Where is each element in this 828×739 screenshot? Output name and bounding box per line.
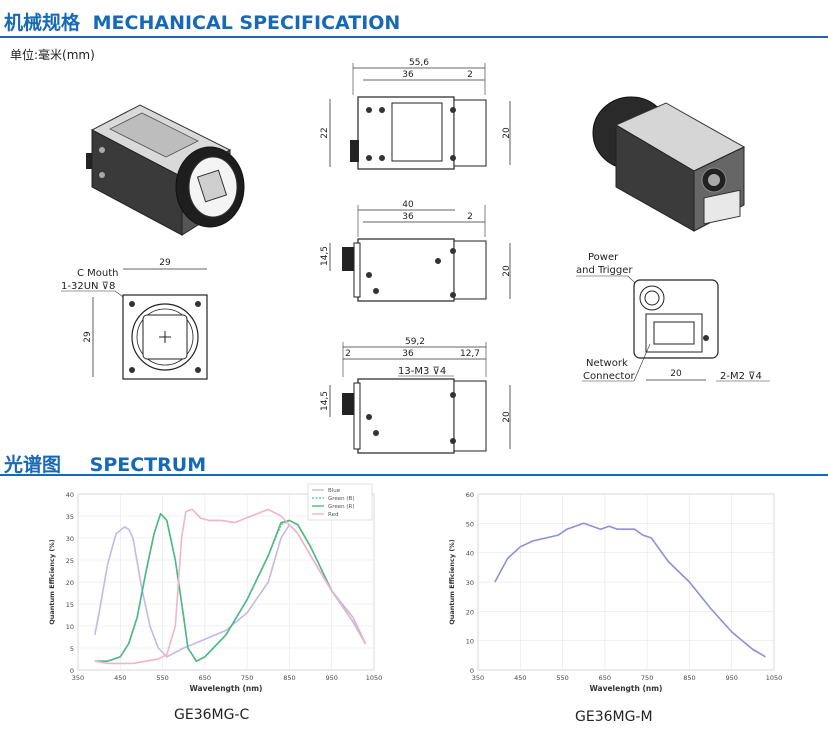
network-label-1: Network [586, 358, 628, 369]
series-line-1-0 [494, 522, 766, 658]
spectrum-chart-mono: 0 10 20 30 40 50 60 350 450 550 650 750 850 950 1050Wa… [448, 491, 783, 693]
front-width-dim: 29 [159, 258, 171, 268]
y-tick-label: 10 [466, 638, 474, 646]
y-tick-label: 0 [470, 667, 474, 675]
y-axis-label: Quantum Efficiency (%) [48, 539, 56, 625]
spectrum-rule [0, 474, 828, 476]
y-tick-label: 40 [66, 491, 74, 499]
power-label-1: Power [588, 252, 619, 263]
y-tick-label: 40 [466, 550, 474, 558]
x-tick-label: 550 [156, 674, 168, 682]
bottom-gap-dim: 2 [345, 349, 351, 359]
bottom-hole-label: 13-M3 ⊽4 [398, 366, 446, 377]
front-view-drawing: C Mouth 1-32UN ⊽8 29 29 [61, 258, 208, 380]
x-tick-label: 750 [241, 674, 253, 682]
legend-entry: Red [328, 512, 338, 518]
mechanical-title: 机械规格 MECHANICAL SPECIFICATION [4, 8, 400, 35]
spectrum-chart-color: 0 5 10 15 20 25 30 35 40 350 450 550 650 750 850 950 105… [48, 483, 383, 693]
bottom-view-drawing: 59,2 2 36 12,7 13-M3 ⊽4 14,5 20 [320, 337, 512, 454]
caption-color-model: GE36MG-C [174, 707, 250, 723]
y-tick-label: 50 [466, 520, 474, 528]
x-tick-label: 1050 [366, 674, 383, 682]
x-tick-label: 850 [283, 674, 295, 682]
x-tick-label: 850 [683, 674, 695, 682]
legend-entry: Green (B) [328, 496, 354, 502]
bottom-tail-dim: 12,7 [460, 349, 480, 359]
x-tick-label: 750 [641, 674, 653, 682]
side-overall-dim: 40 [402, 200, 414, 210]
spectrum-title-en: SPECTRUM [89, 454, 207, 476]
y-tick-label: 20 [66, 579, 74, 587]
side-height-right-dim: 20 [502, 265, 512, 277]
y-tick-label: 30 [466, 579, 474, 587]
top-height-right-dim: 20 [502, 127, 512, 139]
x-tick-label: 650 [199, 674, 211, 682]
x-axis-label: Wavelength (nm) [590, 684, 663, 693]
x-tick-label: 450 [514, 674, 526, 682]
y-tick-label: 20 [466, 608, 474, 616]
bottom-height-right-dim: 20 [502, 411, 512, 423]
y-tick-label: 25 [66, 557, 74, 565]
rear-view-drawing: Power and Trigger Network Connector 20 2… [576, 252, 770, 382]
top-view-drawing: 55,6 36 2 22 20 [320, 58, 512, 170]
y-tick-label: 35 [66, 513, 74, 521]
c-mouth-label-2: 1-32UN ⊽8 [61, 281, 115, 292]
x-tick-label: 350 [472, 674, 484, 682]
y-tick-label: 30 [66, 535, 74, 543]
camera-3d-rear-illustration [592, 96, 746, 232]
x-tick-label: 450 [114, 674, 126, 682]
x-tick-label: 550 [556, 674, 568, 682]
side-gap-dim: 2 [467, 212, 473, 222]
spectrum-title: 光谱图 SPECTRUM [4, 450, 206, 477]
x-tick-label: 650 [599, 674, 611, 682]
series-line-0-2 [94, 513, 367, 662]
y-tick-label: 15 [66, 601, 74, 609]
camera-3d-front-illustration [86, 104, 245, 236]
c-mouth-label-1: C Mouth [77, 268, 119, 279]
x-tick-label: 950 [326, 674, 338, 682]
x-tick-label: 950 [726, 674, 738, 682]
network-label-2: Connector [583, 371, 635, 382]
bottom-overall-dim: 59,2 [405, 337, 425, 347]
x-tick-label: 350 [72, 674, 84, 682]
y-axis-label: Quantum Efficiency (%) [448, 539, 456, 625]
caption-mono-model: GE36MG-M [575, 709, 653, 725]
y-tick-label: 10 [66, 623, 74, 631]
y-tick-label: 5 [70, 645, 74, 653]
mechanical-title-en: MECHANICAL SPECIFICATION [92, 12, 401, 34]
bottom-body-dim: 36 [402, 349, 414, 359]
side-height-left-dim: 14,5 [320, 246, 330, 266]
bottom-height-left-dim: 14,5 [320, 391, 330, 411]
side-body-dim: 36 [402, 212, 414, 222]
power-label-2: and Trigger [576, 265, 633, 276]
spectrum-title-cn: 光谱图 [4, 454, 62, 476]
rear-width-dim: 20 [670, 369, 682, 379]
mechanical-rule [0, 36, 828, 38]
legend-entry: Green (R) [328, 504, 355, 510]
y-tick-label: 0 [70, 667, 74, 675]
series-line-0-3 [94, 508, 367, 665]
y-tick-label: 60 [466, 491, 474, 499]
legend-entry: Blue [328, 488, 341, 494]
top-overall-dim: 55,6 [409, 58, 429, 68]
side-view-drawing: 40 36 2 14,5 20 [320, 200, 512, 302]
front-height-dim: 29 [83, 331, 93, 343]
unit-label: 单位:毫米(mm) [10, 48, 95, 62]
x-axis-label: Wavelength (nm) [190, 684, 263, 693]
rear-hole-label: 2-M2 ⊽4 [720, 371, 762, 382]
x-tick-label: 1050 [766, 674, 783, 682]
top-body-dim: 36 [402, 70, 414, 80]
top-height-left-dim: 22 [320, 127, 330, 138]
mechanical-title-cn: 机械规格 [4, 12, 81, 34]
top-gap-dim: 2 [467, 70, 473, 80]
